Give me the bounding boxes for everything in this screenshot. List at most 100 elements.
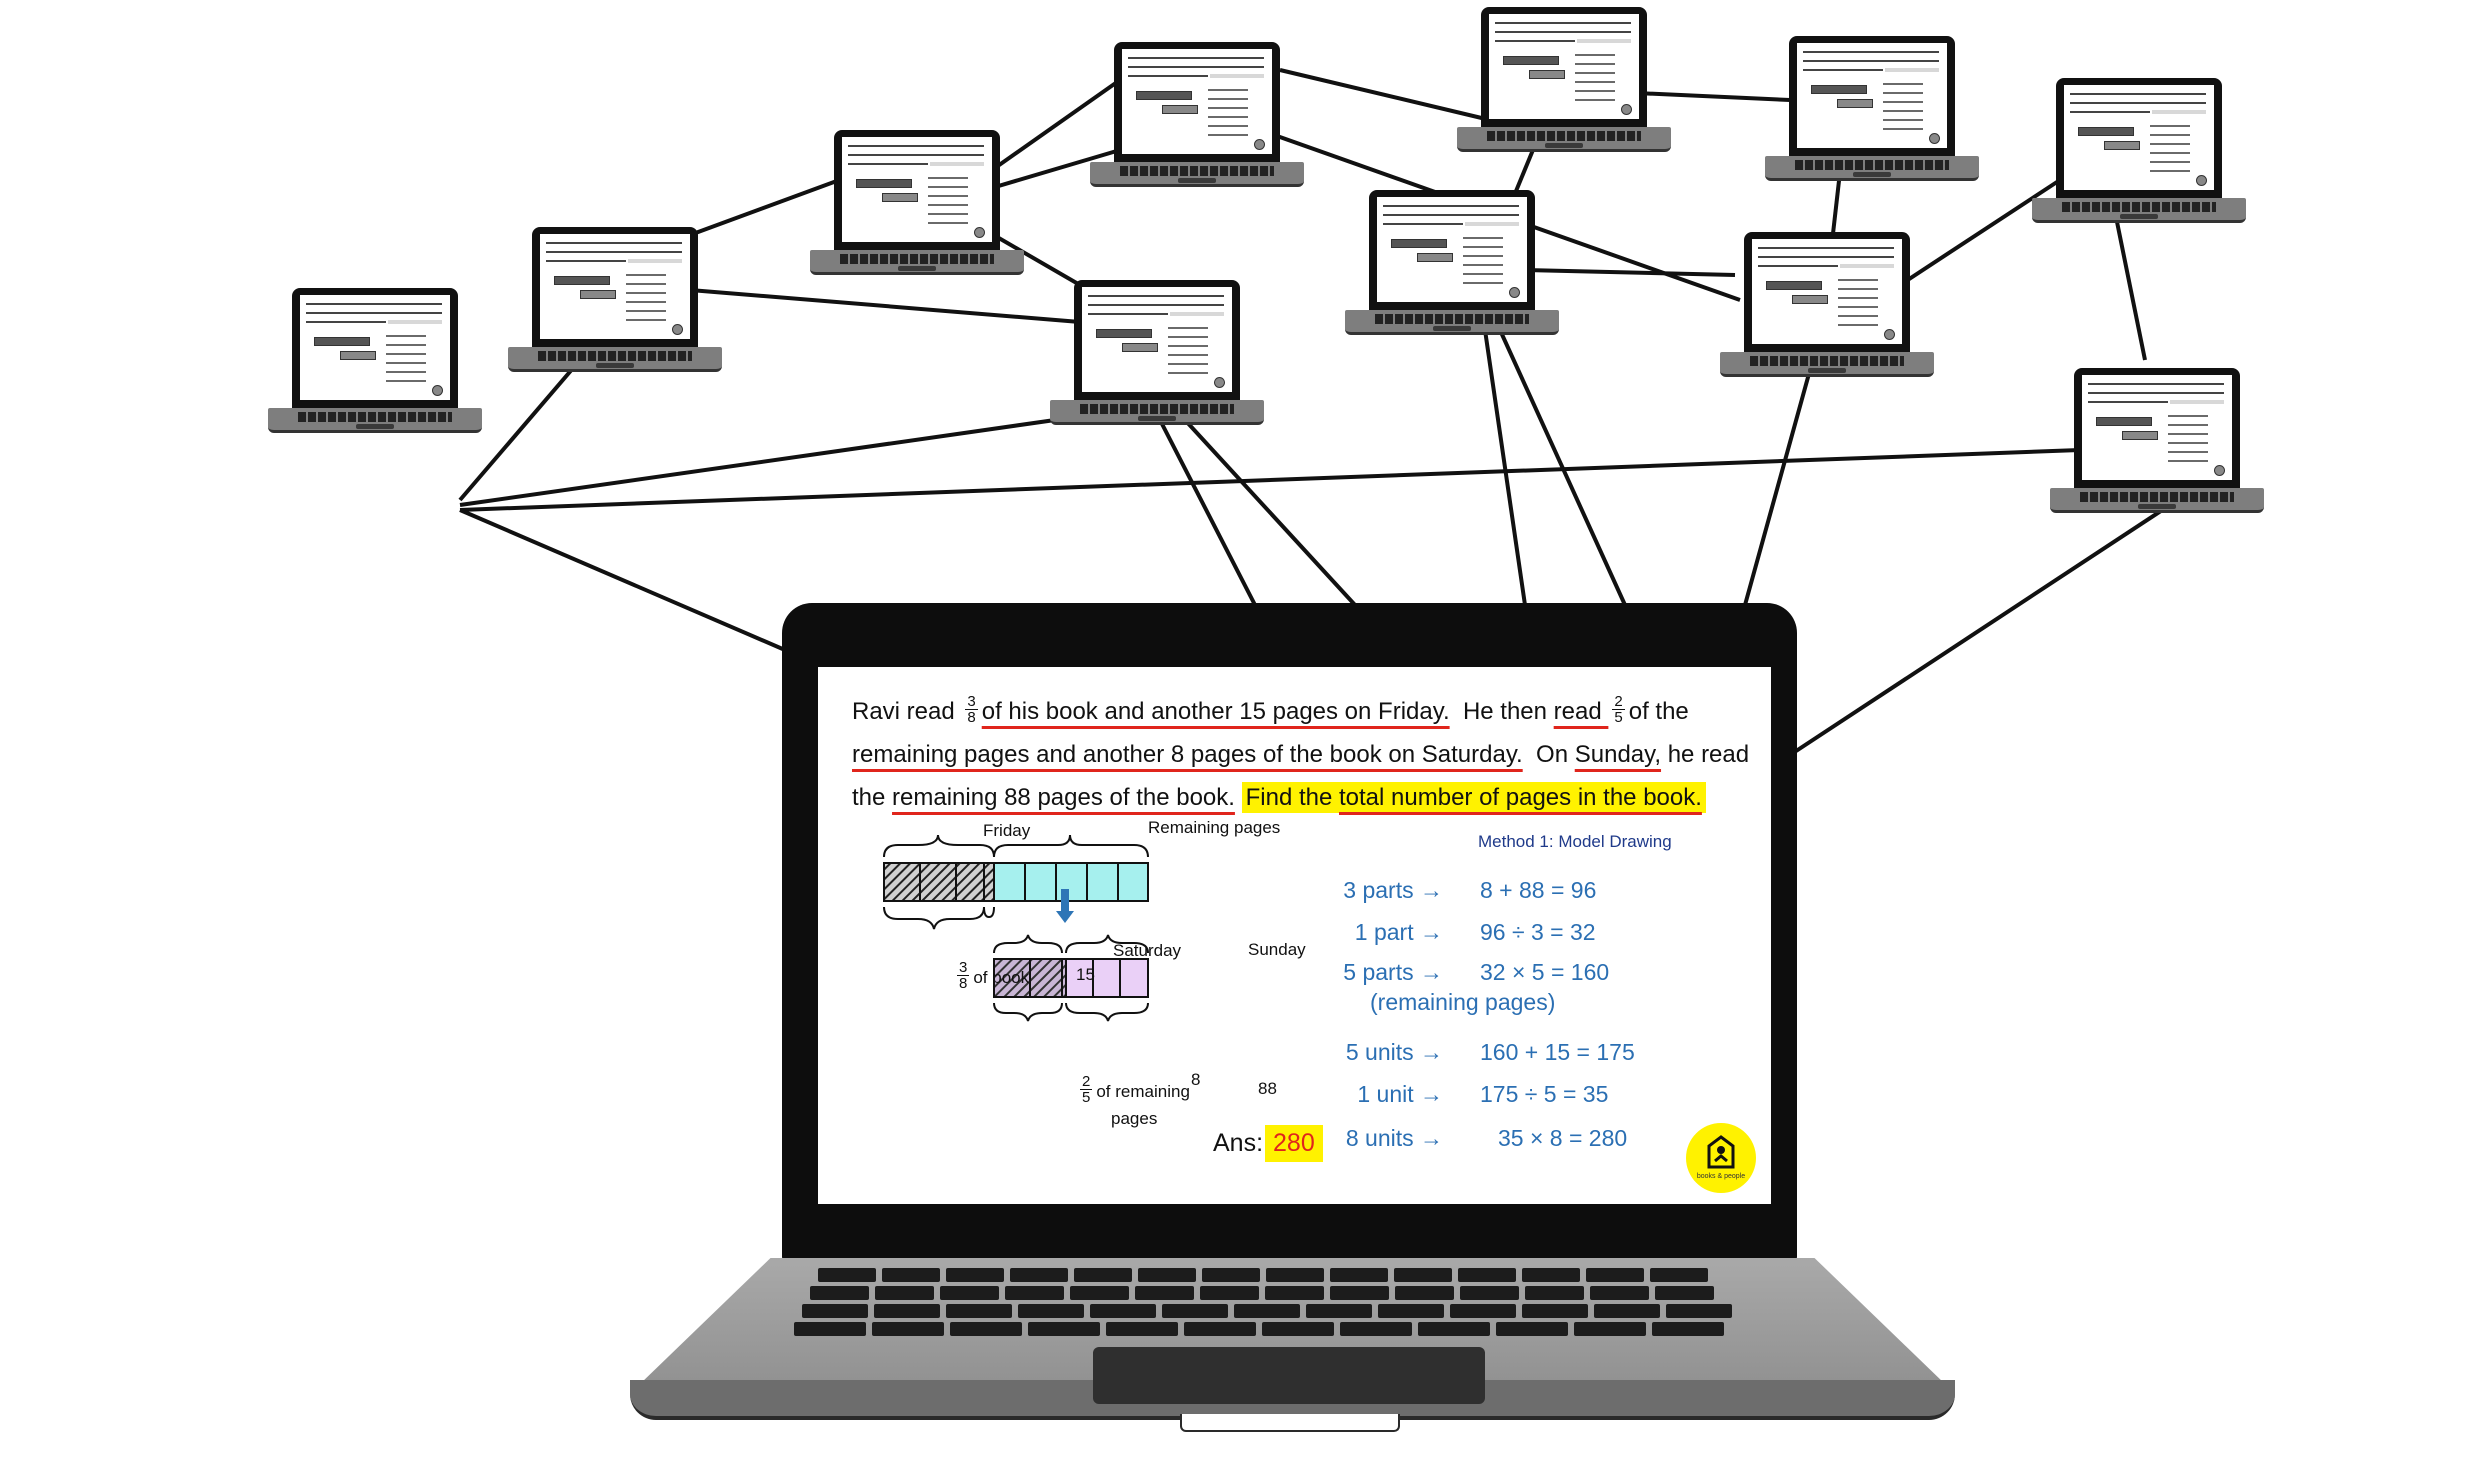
small-laptop-screen	[1122, 49, 1272, 154]
problem-text: read	[1553, 697, 1609, 725]
remaining-brace	[993, 834, 1149, 858]
equation-line	[1168, 363, 1208, 365]
small-laptop-screen	[2082, 375, 2232, 480]
equation-line	[386, 353, 426, 355]
small-laptop-screen	[2064, 85, 2214, 190]
equation-line	[1463, 255, 1503, 257]
model-bar	[314, 337, 370, 346]
small-laptop-screen	[842, 137, 992, 242]
equation-line	[2150, 161, 2190, 163]
remaining-fraction-brace	[993, 1002, 1063, 1022]
keyboard-key	[794, 1322, 866, 1336]
equation-line	[1208, 107, 1248, 109]
step-equation: 175 ÷ 5 = 35	[1480, 1081, 1609, 1107]
friday-brace	[883, 834, 995, 858]
sunday-label: Sunday	[1248, 940, 1306, 959]
equation-line	[1883, 119, 1923, 121]
small-laptop-lid	[834, 130, 1000, 252]
keyboard-key	[1525, 1286, 1584, 1300]
friday-part	[919, 862, 957, 902]
highlight-line	[2152, 110, 2206, 114]
text-line	[1758, 256, 1894, 258]
keyboard-key	[818, 1268, 876, 1282]
small-laptop-trackpad	[2138, 504, 2176, 509]
equation-line	[2168, 451, 2208, 453]
text-line	[1383, 214, 1519, 216]
keyboard-key	[802, 1304, 868, 1318]
problem-text: Ravi read	[852, 697, 962, 725]
keyboard-key	[1655, 1286, 1714, 1300]
equation-line	[386, 380, 426, 382]
remaining-part	[1024, 862, 1057, 902]
text-line	[2088, 401, 2168, 403]
highlight-line	[388, 320, 442, 324]
small-laptop-lid	[1074, 280, 1240, 402]
highlight-line	[930, 162, 984, 166]
equation-line	[1883, 110, 1923, 112]
small-laptop-keyboard	[1080, 404, 1234, 414]
equation-line	[1168, 372, 1208, 374]
text-line	[848, 163, 928, 165]
small-laptop-screen	[1377, 197, 1527, 302]
connection-line	[1483, 329, 1527, 606]
connection-line	[1524, 268, 1736, 277]
logo-icon	[1707, 1135, 1735, 1169]
small-laptop-lid	[532, 227, 698, 349]
text-line	[1088, 295, 1224, 297]
text-line	[306, 321, 386, 323]
keyboard-key	[1590, 1286, 1649, 1300]
keyboard-key	[1586, 1268, 1644, 1282]
underlined-phrase: Sunday,	[1574, 741, 1662, 768]
equation-line	[1463, 264, 1503, 266]
text-line	[2070, 93, 2206, 95]
fraction-denominator: 8	[967, 709, 976, 726]
text-line	[546, 242, 682, 244]
text-line	[1495, 22, 1631, 24]
main-laptop-notch	[1180, 1414, 1400, 1432]
small-laptop-trackpad	[1138, 416, 1176, 421]
equation-line	[2168, 415, 2208, 417]
equation-line	[626, 301, 666, 303]
fraction-numerator: 3	[957, 959, 970, 976]
main-laptop-trackpad	[1093, 1347, 1485, 1404]
keyboard-key	[1330, 1286, 1389, 1300]
keyboard-key	[1394, 1268, 1452, 1282]
small-laptop-trackpad	[1433, 326, 1471, 331]
keyboard-key	[1418, 1322, 1490, 1336]
fraction-denominator: 5	[1614, 709, 1623, 726]
model-bar	[1529, 70, 1565, 79]
problem-text: Find the	[1245, 784, 1339, 811]
model-bar	[1122, 343, 1158, 352]
keyboard-key	[1200, 1286, 1259, 1300]
model-bar	[1811, 85, 1867, 94]
equation-line	[928, 222, 968, 224]
logo-dot	[2214, 465, 2225, 476]
small-laptop-screen	[1752, 239, 1902, 344]
remaining-part	[1086, 862, 1119, 902]
equation-line	[928, 195, 968, 197]
logo-dot	[432, 385, 443, 396]
highlight-line	[1577, 39, 1631, 43]
keyboard-key	[1090, 1304, 1156, 1318]
small-laptop-trackpad	[898, 266, 936, 271]
step-label: 5 parts →	[1343, 959, 1443, 985]
fraction-numerator: 2	[1080, 1073, 1093, 1090]
model-bar	[554, 276, 610, 285]
keyboard-key	[1496, 1322, 1568, 1336]
keyboard-key	[1460, 1286, 1519, 1300]
text-line	[1128, 66, 1264, 68]
equation-line	[386, 335, 426, 337]
keyboard-key	[950, 1322, 1022, 1336]
problem-text: of his book and another 15 pages on Frid…	[981, 697, 1450, 725]
text-line	[2070, 102, 2206, 104]
keyboard-key	[1340, 1322, 1412, 1336]
logo-dot	[1621, 104, 1632, 115]
text-line	[1383, 223, 1463, 225]
equation-line	[928, 186, 968, 188]
sunday-part	[1092, 958, 1121, 998]
